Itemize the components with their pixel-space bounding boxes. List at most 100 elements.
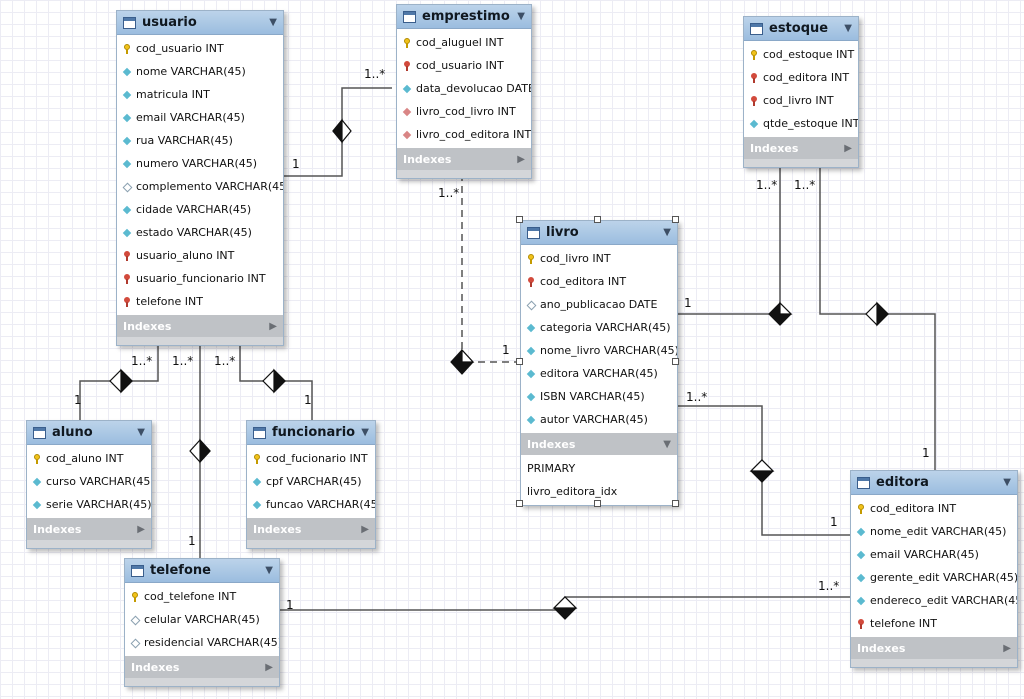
table-editora[interactable]: editora ▼ cod_editora INT nome_edit VARCH… bbox=[850, 470, 1018, 668]
indexes-section[interactable]: Indexes ▶ bbox=[125, 656, 279, 678]
indexes-section[interactable]: Indexes ▶ bbox=[247, 518, 375, 540]
column-row[interactable]: email VARCHAR(45) bbox=[117, 106, 283, 129]
column-row[interactable]: nome_edit VARCHAR(45) bbox=[851, 520, 1017, 543]
column-row[interactable]: cod_livro INT bbox=[744, 89, 858, 112]
indexes-section[interactable]: Indexes ▶ bbox=[851, 637, 1017, 659]
indexes-section[interactable]: Indexes ▶ bbox=[397, 148, 531, 170]
column-row[interactable]: matricula INT bbox=[117, 83, 283, 106]
table-header[interactable]: funcionario ▼ bbox=[247, 421, 375, 445]
resize-handle[interactable] bbox=[516, 500, 523, 507]
chevron-down-icon[interactable]: ▼ bbox=[137, 427, 145, 438]
resize-handle[interactable] bbox=[594, 500, 601, 507]
indexes-section[interactable]: Indexes ▶ bbox=[117, 315, 283, 337]
column-row[interactable]: cod_aluno INT bbox=[27, 447, 151, 470]
column-row[interactable]: cod_editora INT bbox=[521, 270, 677, 293]
column-row[interactable]: qtde_estoque INT bbox=[744, 112, 858, 135]
chevron-right-icon[interactable]: ▶ bbox=[269, 320, 277, 332]
chevron-down-icon[interactable]: ▼ bbox=[1003, 477, 1011, 488]
resize-handle[interactable] bbox=[672, 500, 679, 507]
table-header[interactable]: estoque ▼ bbox=[744, 17, 858, 41]
indexes-section[interactable]: Indexes ▼ bbox=[521, 433, 677, 455]
column-row[interactable]: gerente_edit VARCHAR(45) bbox=[851, 566, 1017, 589]
chevron-down-icon[interactable]: ▼ bbox=[517, 11, 525, 22]
column-row[interactable]: email VARCHAR(45) bbox=[851, 543, 1017, 566]
chevron-right-icon[interactable]: ▶ bbox=[361, 523, 369, 535]
cardinality-label: 1..* bbox=[686, 390, 708, 404]
column-label: nome_edit VARCHAR(45) bbox=[870, 525, 1007, 538]
column-row[interactable]: funcao VARCHAR(45) bbox=[247, 493, 375, 516]
column-row[interactable]: estado VARCHAR(45) bbox=[117, 221, 283, 244]
column-row[interactable]: telefone INT bbox=[851, 612, 1017, 635]
chevron-down-icon[interactable]: ▼ bbox=[663, 227, 671, 238]
index-item[interactable]: PRIMARY bbox=[527, 462, 576, 475]
column-row[interactable]: editora VARCHAR(45) bbox=[521, 362, 677, 385]
column-row[interactable]: usuario_funcionario INT bbox=[117, 267, 283, 290]
column-row[interactable]: rua VARCHAR(45) bbox=[117, 129, 283, 152]
column-row[interactable]: numero VARCHAR(45) bbox=[117, 152, 283, 175]
column-row[interactable]: autor VARCHAR(45) bbox=[521, 408, 677, 431]
cardinality-label: 1 bbox=[502, 343, 510, 357]
chevron-right-icon[interactable]: ▶ bbox=[844, 142, 852, 154]
table-header[interactable]: editora ▼ bbox=[851, 471, 1017, 495]
chevron-right-icon[interactable]: ▶ bbox=[517, 153, 525, 165]
column-row[interactable]: celular VARCHAR(45) bbox=[125, 608, 279, 631]
table-header[interactable]: usuario ▼ bbox=[117, 11, 283, 35]
column-row[interactable]: ISBN VARCHAR(45) bbox=[521, 385, 677, 408]
column-row[interactable]: usuario_aluno INT bbox=[117, 244, 283, 267]
column-row[interactable]: cod_editora INT bbox=[851, 497, 1017, 520]
column-row[interactable]: residencial VARCHAR(45) bbox=[125, 631, 279, 654]
resize-handle[interactable] bbox=[672, 216, 679, 223]
column-row[interactable]: cidade VARCHAR(45) bbox=[117, 198, 283, 221]
column-row[interactable]: categoria VARCHAR(45) bbox=[521, 316, 677, 339]
indexes-section[interactable]: Indexes ▶ bbox=[27, 518, 151, 540]
column-row[interactable]: curso VARCHAR(45) bbox=[27, 470, 151, 493]
column-row[interactable]: telefone INT bbox=[117, 290, 283, 313]
column-row[interactable]: livro_cod_livro INT bbox=[397, 100, 531, 123]
chevron-right-icon[interactable]: ▶ bbox=[137, 523, 145, 535]
column-row[interactable]: ano_publicacao DATE bbox=[521, 293, 677, 316]
chevron-down-icon[interactable]: ▼ bbox=[269, 17, 277, 28]
column-row[interactable]: data_devolucao DATE bbox=[397, 77, 531, 100]
chevron-down-icon[interactable]: ▼ bbox=[265, 565, 273, 576]
chevron-down-icon[interactable]: ▼ bbox=[663, 438, 671, 450]
column-row[interactable]: nome_livro VARCHAR(45) bbox=[521, 339, 677, 362]
column-row[interactable]: livro_cod_editora INT bbox=[397, 123, 531, 146]
table-header[interactable]: livro ▼ bbox=[521, 221, 677, 245]
indexes-section[interactable]: Indexes ▶ bbox=[744, 137, 858, 159]
chevron-down-icon[interactable]: ▼ bbox=[844, 23, 852, 34]
column-row[interactable]: cpf VARCHAR(45) bbox=[247, 470, 375, 493]
column-row[interactable]: cod_livro INT bbox=[521, 247, 677, 270]
column-row[interactable]: cod_editora INT bbox=[744, 66, 858, 89]
column-row[interactable]: cod_usuario INT bbox=[117, 37, 283, 60]
column-row[interactable]: cod_fucionario INT bbox=[247, 447, 375, 470]
resize-handle[interactable] bbox=[516, 358, 523, 365]
chevron-down-icon[interactable]: ▼ bbox=[361, 427, 369, 438]
column-row[interactable]: endereco_edit VARCHAR(45) bbox=[851, 589, 1017, 612]
chevron-right-icon[interactable]: ▶ bbox=[1003, 642, 1011, 654]
resize-handle[interactable] bbox=[516, 216, 523, 223]
column-row[interactable]: complemento VARCHAR(45) bbox=[117, 175, 283, 198]
table-header[interactable]: telefone ▼ bbox=[125, 559, 279, 583]
index-item[interactable]: livro_editora_idx bbox=[527, 485, 618, 498]
table-header[interactable]: emprestimo ▼ bbox=[397, 5, 531, 29]
resize-handle[interactable] bbox=[594, 216, 601, 223]
table-icon bbox=[131, 564, 144, 577]
table-header[interactable]: aluno ▼ bbox=[27, 421, 151, 445]
column-row[interactable]: cod_usuario INT bbox=[397, 54, 531, 77]
chevron-right-icon[interactable]: ▶ bbox=[265, 661, 273, 673]
cardinality-label: 1 bbox=[684, 296, 692, 310]
column-row[interactable]: cod_estoque INT bbox=[744, 43, 858, 66]
column-row[interactable]: nome VARCHAR(45) bbox=[117, 60, 283, 83]
column-row[interactable]: cod_aluguel INT bbox=[397, 31, 531, 54]
column-row[interactable]: cod_telefone INT bbox=[125, 585, 279, 608]
column-row[interactable]: serie VARCHAR(45) bbox=[27, 493, 151, 516]
resize-handle[interactable] bbox=[672, 358, 679, 365]
